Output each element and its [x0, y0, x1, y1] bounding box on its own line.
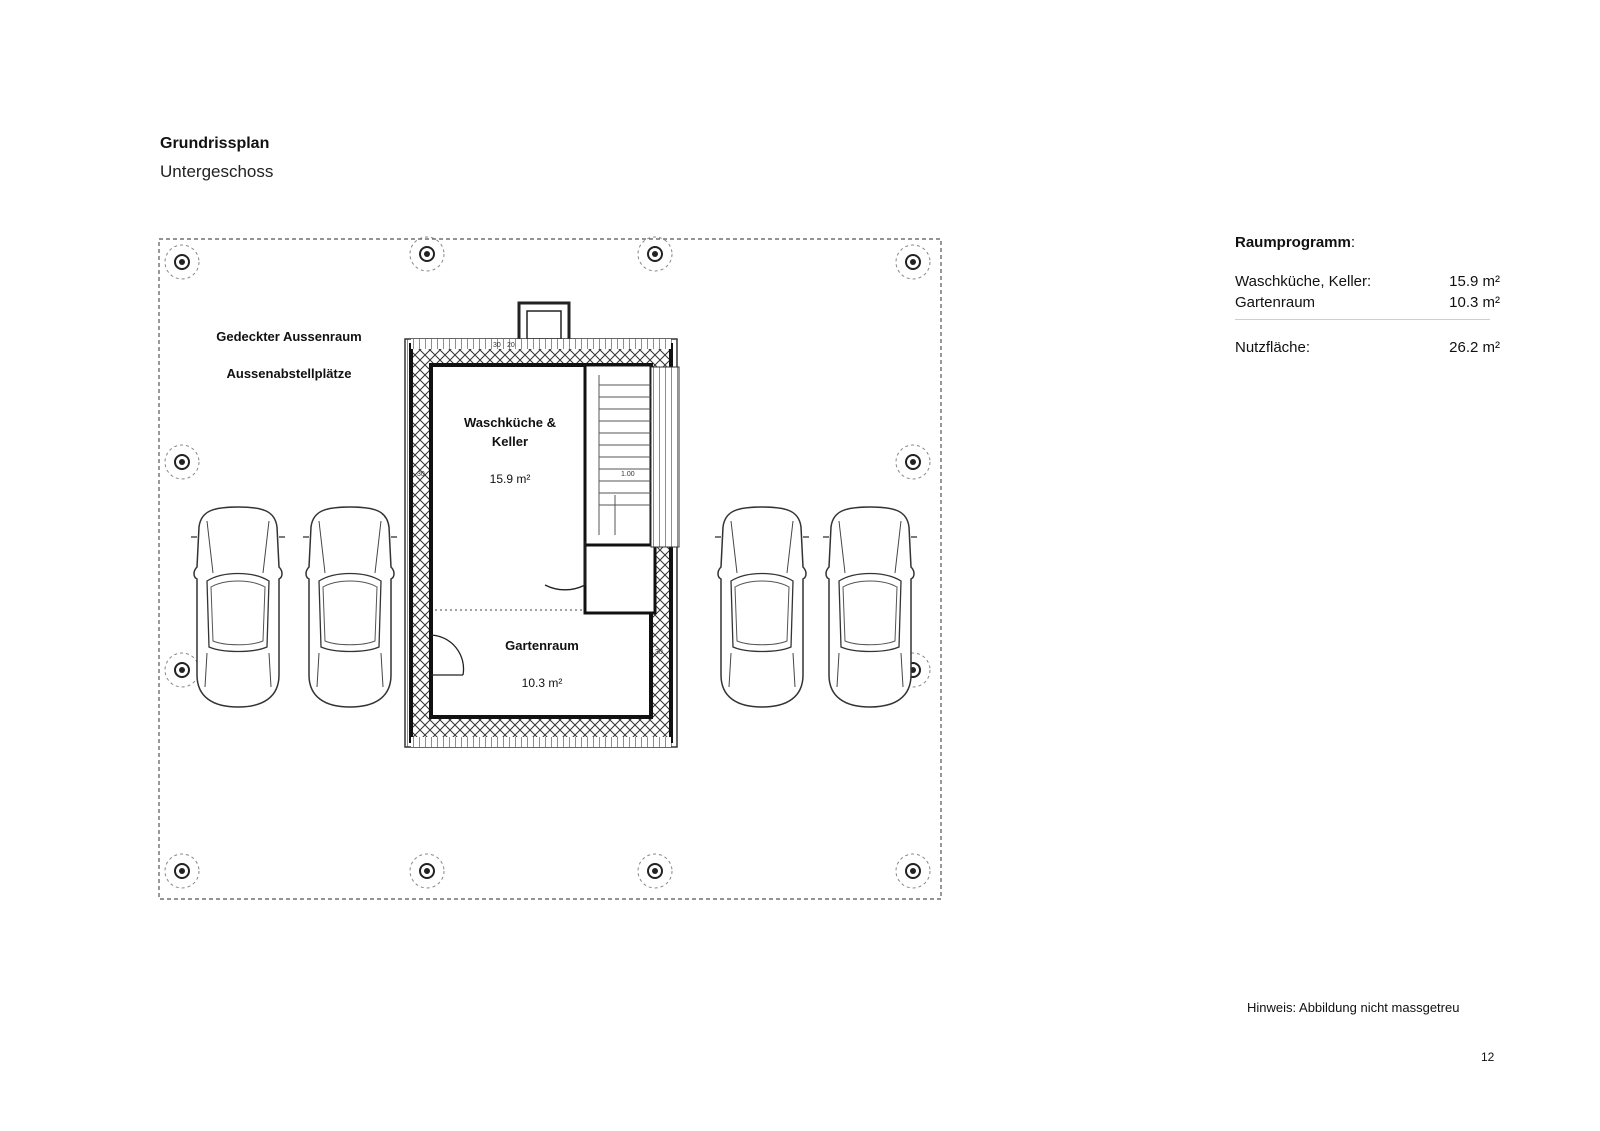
total-value: 26.2 m² — [1449, 339, 1500, 356]
dim-label: 1.00 — [621, 471, 635, 478]
dim-label: 20 — [507, 342, 515, 349]
room-name-laundry: Waschküche & — [464, 415, 556, 430]
total-label: Nutzfläche: — [1235, 339, 1311, 356]
room-program-value: 15.9 m² — [1449, 273, 1500, 290]
room-program-title: Raumprogramm — [1235, 234, 1351, 251]
room-program-label: Waschküche, Keller: — [1235, 273, 1372, 290]
building: 30 20 1.00 30 30 — [404, 301, 680, 748]
room-program-label: Gartenraum — [1235, 294, 1316, 311]
scale-note: Hinweis: Abbildung nicht massgetreu — [1247, 1000, 1460, 1015]
room-program-total: Nutzfläche: 26.2 m² — [1235, 337, 1500, 358]
room-area-laundry: 15.9 m² — [490, 472, 531, 486]
room-area-garden: 10.3 m² — [522, 676, 563, 690]
dim-label: 30 — [417, 471, 425, 478]
room-program-row: Waschküche, Keller: 15.9 m² — [1235, 271, 1500, 292]
outdoor-parking-label: Aussenabstellplätze — [227, 366, 352, 381]
room-name-laundry-line2: Keller — [492, 434, 528, 449]
room-program-heading: Raumprogramm: — [1235, 234, 1500, 251]
dim-label: 30 — [493, 342, 501, 349]
room-program-value: 10.3 m² — [1449, 294, 1500, 311]
room-program-row: Gartenraum 10.3 m² — [1235, 292, 1500, 313]
page-title: Grundrissplan — [160, 135, 270, 152]
page-subtitle: Untergeschoss — [160, 162, 274, 181]
room-program: Raumprogramm: Waschküche, Keller: 15.9 m… — [1235, 234, 1500, 358]
floor-plan: 30 20 1.00 30 30 Gedeckter Aussenraum Au… — [158, 236, 942, 900]
covered-outdoor-label: Gedeckter Aussenraum — [216, 329, 361, 344]
room-program-colon: : — [1350, 234, 1356, 251]
room-program-divider — [1235, 319, 1490, 320]
dim-label: 30 — [655, 649, 663, 656]
page-number: 12 — [1481, 1050, 1495, 1064]
room-name-garden: Gartenraum — [505, 638, 579, 653]
